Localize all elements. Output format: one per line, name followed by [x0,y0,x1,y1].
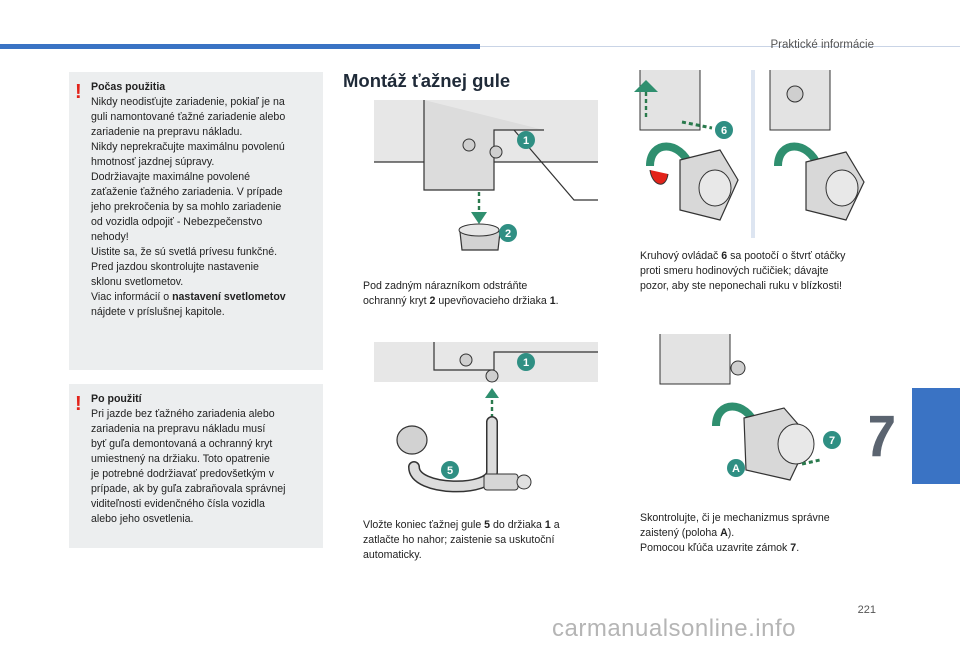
warning-line: zaťaženie ťažného zariadenia. V prípade [91,186,283,198]
warning-line: Nikdy neodisťujte zariadenie, pokiaľ je … [91,96,285,108]
step-check-lock: Skontrolujte, či je mechanizmus správne … [640,512,830,539]
section-title: Praktické informácie [770,39,874,51]
warning-icon: ! [75,393,82,415]
label-badge: A [727,459,745,477]
warning-line: alebo jeho osvetlenia. [91,513,194,525]
warning-box-after-use: ! Po použití Pri jazde bez ťažného zaria… [69,384,323,548]
label-badge: 1 [517,353,535,371]
warning-line: viditeľnosti evidenčného čísla vozidla [91,498,265,510]
warning-icon: ! [75,81,82,103]
badge-text: A [732,463,740,475]
step-rotate-knob: Kruhový ovládač 6 sa pootočí o štvrť otá… [640,250,846,292]
label-badge: 1 [517,131,535,149]
warning-line: nájdete v príslušnej kapitole. [91,306,225,318]
warning-line: Nikdy neprekračujte maximálnu povolenú [91,141,285,153]
warning-line: jeho prekročenia by sa mohlo zariadenie [91,201,282,213]
label-badge: 2 [499,224,517,242]
warning-line: je potrebné dodržiavať predovšetkým v [91,468,274,480]
figure-lock: 7 A [620,334,870,494]
figure-rotate-knob: 6 [620,70,870,238]
page-title: Montáž ťažnej gule [343,70,511,91]
warning-line: byť guľa demontovaná a ochranný kryt [91,438,273,450]
warning-title: Po použití [91,393,142,405]
crossref-link[interactable]: nastavení svetlometov [172,291,286,303]
label-badge: 5 [441,461,459,479]
badge-text: 5 [447,465,453,477]
badge-text: 7 [829,435,835,447]
step-insert-ball: Vložte koniec ťažnej gule 5 do držiaka 1… [363,519,560,561]
label-badge: 6 [715,121,733,139]
chapter-tab[interactable]: 7 [864,388,960,484]
warning-line: nehody! [91,231,129,243]
warning-box-usage: ! Počas použitia Nikdy neodisťujte zaria… [69,72,323,370]
warning-line-crossref: Viac informácií o nastavení svetlometov [91,291,286,303]
badge-text: 6 [721,125,727,137]
warning-line: zariadenie na prepravu nákladu. [91,126,243,138]
warning-line: guli namontované ťažné zariadenie alebo [91,111,286,123]
warning-line: Pred jazdou skontrolujte nastavenie [91,261,259,273]
warning-line: od vozidla odpojiť - Nebezpečenstvo [91,216,263,228]
header-rule [480,46,960,47]
warning-line: prípade, ak by guľa zabraňovala správnej [91,483,286,495]
watermark: carmanualsonline.info [552,615,796,642]
warning-line: Dodržiavajte maximálne povolené [91,171,250,183]
badge-text: 1 [523,357,529,369]
badge-text: 1 [523,135,529,147]
warning-line: Pri jazde bez ťažného zariadenia alebo [91,408,275,420]
header-accent-bar [0,44,480,49]
step-remove-cover: Pod zadným nárazníkom odstráňte ochranný… [363,280,559,307]
warning-line: umiestnený na držiaku. Toto opatrenie [91,453,270,465]
warning-line: Uistite sa, že sú svetlá prívesu funkčné… [91,246,278,258]
warning-title: Počas použitia [91,81,166,93]
figure-remove-cover: 1 2 [374,100,598,260]
label-badge: 7 [823,431,841,449]
page-number: 221 [857,604,876,616]
warning-line: sklonu svetlometov. [91,276,184,288]
badge-text: 2 [505,228,511,240]
warning-line: hmotnosť jazdnej súpravy. [91,156,215,168]
step-lock-key: Pomocou kľúča uzavrite zámok 7. [640,542,800,554]
warning-line: zariadenia na prepravu nákladu musí [91,423,266,435]
figure-insert-ball: 1 5 [374,342,598,502]
